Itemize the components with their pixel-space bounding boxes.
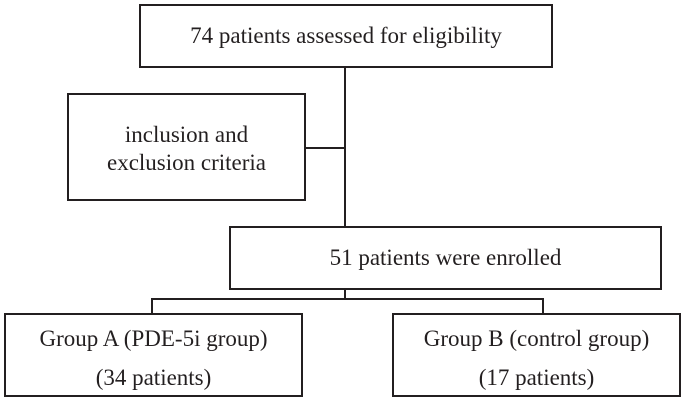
connector-enrolled-down-line <box>344 289 346 299</box>
connector-trunk-line <box>344 67 346 227</box>
assessed-box: 74 patients assessed for eligibility <box>139 4 553 68</box>
connector-split-line <box>151 298 544 300</box>
connector-criteria-line <box>305 147 345 149</box>
criteria-box: inclusion and exclusion criteria <box>67 93 306 201</box>
enrolled-box: 51 patients were enrolled <box>229 226 662 290</box>
criteria-label-line1: inclusion and <box>124 122 249 147</box>
assessed-label: 74 patients assessed for eligibility <box>190 23 502 48</box>
criteria-label-line2: exclusion criteria <box>106 150 266 175</box>
connector-group-b-line <box>542 298 544 314</box>
group-b-box: Group B (control group) (17 patients) <box>392 313 681 397</box>
group-a-label-line1: Group A (PDE-5i group) <box>39 326 268 351</box>
enrolled-label: 51 patients were enrolled <box>329 245 562 270</box>
connector-group-a-line <box>151 298 153 314</box>
group-b-label-line2: (17 patients) <box>478 365 595 390</box>
group-b-label-line1: Group B (control group) <box>423 326 650 351</box>
group-a-box: Group A (PDE-5i group) (34 patients) <box>4 313 303 397</box>
group-a-label-line2: (34 patients) <box>95 365 212 390</box>
